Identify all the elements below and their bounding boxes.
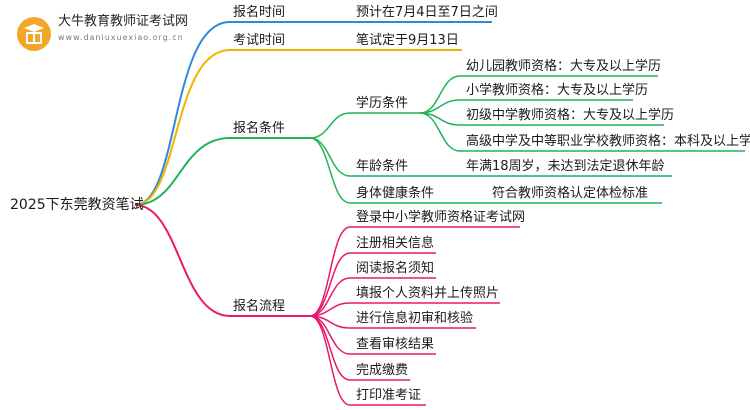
branch-conditions-label: 报名条件 xyxy=(233,121,286,136)
age-value: 年满18周岁，未达到法定退休年龄 xyxy=(466,159,665,174)
branch-exam-label: 考试时间 xyxy=(233,33,286,48)
process-step: 进行信息初审和核验 xyxy=(356,311,474,326)
edge-root-exam xyxy=(134,49,231,206)
process-step: 填报个人资料并上传照片 xyxy=(356,286,500,301)
edge-root-process xyxy=(134,204,231,317)
edge-step-1 xyxy=(309,226,351,317)
education-label: 学历条件 xyxy=(356,96,409,111)
education-item: 初级中学教师资格：大专及以上学历 xyxy=(466,108,675,123)
edge-edu-1 xyxy=(419,75,461,114)
edge-root-conditions xyxy=(134,137,231,206)
edge-step-2 xyxy=(309,252,351,317)
education-item: 高级中学及中等职业学校教师资格：本科及以上学历 xyxy=(466,134,750,149)
process-step: 阅读报名须知 xyxy=(356,261,435,276)
edge-step-8 xyxy=(309,315,351,406)
process-step: 完成缴费 xyxy=(356,363,409,378)
process-step: 登录中小学教师资格证考试网 xyxy=(356,210,526,225)
branch-time-label: 报名时间 xyxy=(233,5,286,20)
process-step: 查看审核结果 xyxy=(356,337,435,352)
edge-step-3 xyxy=(309,277,351,317)
branch-process-label: 报名流程 xyxy=(233,299,286,314)
health-label: 身体健康条件 xyxy=(356,186,435,201)
edge-root-time xyxy=(134,21,231,206)
education-item: 小学教师资格：大专及以上学历 xyxy=(466,83,649,98)
edge-step-7 xyxy=(309,315,351,381)
logo-title: 大牛教育教师证考试网 xyxy=(58,14,189,29)
process-step: 打印准考证 xyxy=(356,388,422,403)
education-item: 幼儿园教师资格：大专及以上学历 xyxy=(466,59,662,74)
branch-exam-value: 笔试定于9月13日 xyxy=(356,33,459,48)
edge-conditions-education xyxy=(309,112,351,139)
logo-url: www.daniuxuexiao.org.cn xyxy=(58,33,184,42)
graduation-book-icon xyxy=(14,14,54,54)
edge-edu-4 xyxy=(419,112,461,152)
root-node: 2025下东莞教资笔试 xyxy=(10,197,144,213)
edge-conditions-health xyxy=(309,137,351,204)
process-step: 注册相关信息 xyxy=(356,236,435,251)
branch-time-value: 预计在7月4日至7日之间 xyxy=(356,5,498,20)
health-value: 符合教师资格认定体检标准 xyxy=(492,186,649,201)
age-label: 年龄条件 xyxy=(356,159,409,174)
